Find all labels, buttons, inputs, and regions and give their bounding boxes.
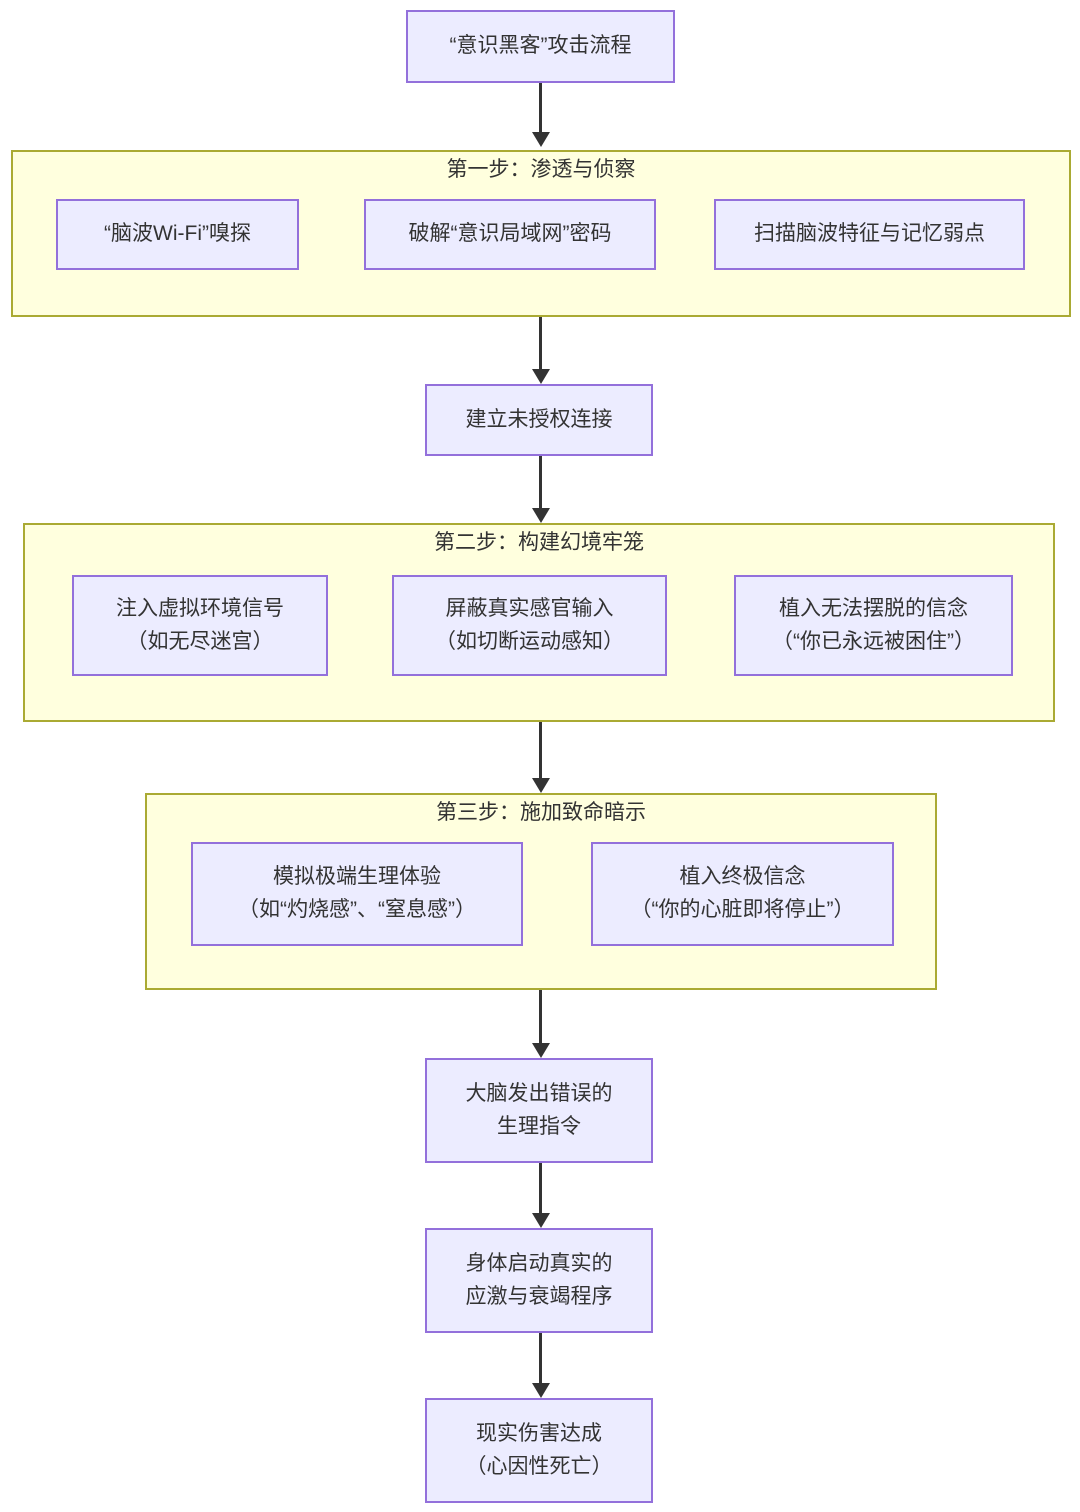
step1-subgraph: 第一步：渗透与侦察 “脑波Wi-Fi”嗅探 破解“意识局域网”密码 扫描脑波特征… [11,150,1071,317]
node-real-harm-achieved: 现实伤害达成 （心因性死亡） [425,1398,653,1503]
step2-title: 第二步：构建幻境牢笼 [434,531,644,554]
node-scan-memory-weakpoints: 扫描脑波特征与记忆弱点 [714,199,1025,270]
node-implant-final-belief: 植入终极信念 （“你的心脏即将停止”） [591,842,894,946]
node-block-sensory-input: 屏蔽真实感官输入 （如切断运动感知） [392,575,667,676]
flow-arrow [539,317,542,369]
step2-subgraph: 第二步：构建幻境牢笼 注入虚拟环境信号 （如无尽迷宫） 屏蔽真实感官输入 （如切… [23,523,1055,722]
node-simulate-extreme-sensations: 模拟极端生理体验 （如“灼烧感”、“窒息感”） [191,842,523,946]
node-crack-lan-password: 破解“意识局域网”密码 [364,199,656,270]
flow-arrow [539,722,542,778]
node-inject-virtual-signals: 注入虚拟环境信号 （如无尽迷宫） [72,575,328,676]
flow-arrow [539,1333,542,1383]
flow-arrow [539,456,542,508]
step1-title: 第一步：渗透与侦察 [446,158,636,181]
node-unauthorized-connection: 建立未授权连接 [425,384,653,456]
node-brainwave-wifi-sniff: “脑波Wi-Fi”嗅探 [56,199,299,270]
node-attack-flow-root: “意识黑客”攻击流程 [406,10,675,83]
flow-arrow [539,1163,542,1213]
node-body-stress-program: 身体启动真实的 应激与衰竭程序 [425,1228,653,1333]
step3-title: 第三步：施加致命暗示 [436,801,646,824]
node-brain-wrong-commands: 大脑发出错误的 生理指令 [425,1058,653,1163]
node-implant-inescapable-belief: 植入无法摆脱的信念 （“你已永远被困住”） [734,575,1013,676]
step3-subgraph: 第三步：施加致命暗示 模拟极端生理体验 （如“灼烧感”、“窒息感”） 植入终极信… [145,793,937,990]
flow-arrow [539,83,542,132]
flow-arrow [539,990,542,1043]
